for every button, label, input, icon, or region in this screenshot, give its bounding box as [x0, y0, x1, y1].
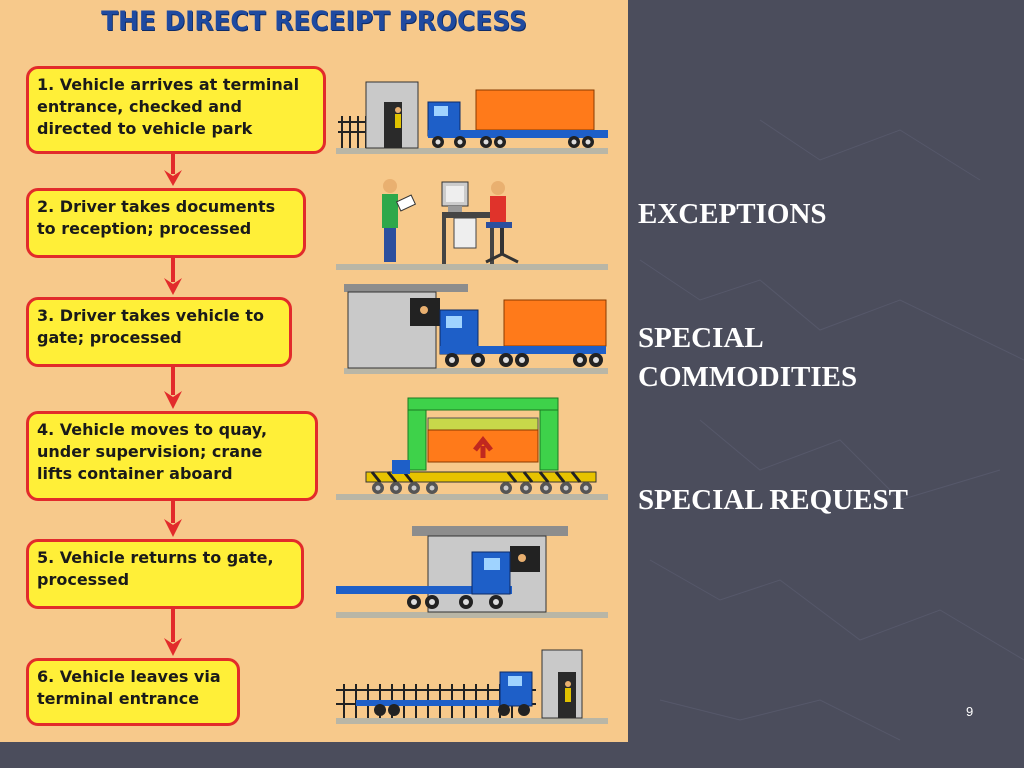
truck-leaves-illustration	[336, 649, 608, 724]
step-3-box: 3. Driver takes vehicle to gate; process…	[26, 297, 292, 367]
special-commodities-line1: SPECIAL	[638, 322, 764, 354]
flow-arrow	[164, 154, 182, 186]
page-number: 9	[966, 704, 974, 719]
poster-title: THE DIRECT RECEIPT PROCESS	[101, 6, 527, 37]
step-4-box: 4. Vehicle moves to quay, under supervis…	[26, 411, 318, 501]
truck-returns-gate-illustration	[336, 526, 608, 618]
flow-arrow	[164, 501, 182, 537]
flow-arrow	[164, 609, 182, 656]
step-5-box: 5. Vehicle returns to gate, processed	[26, 539, 304, 609]
crane-lift-illustration	[336, 397, 608, 500]
step-2-box: 2. Driver takes documents to reception; …	[26, 188, 306, 258]
flow-arrow	[164, 258, 182, 295]
truck-at-gate-illustration	[344, 284, 608, 374]
step-1-box: 1. Vehicle arrives at terminal entrance,…	[26, 66, 326, 154]
special-request-label: SPECIAL REQUEST	[638, 484, 908, 516]
flow-arrow	[164, 367, 182, 409]
special-commodities-line2: COMMODITIES	[638, 361, 858, 393]
step-6-box: 6. Vehicle leaves via terminal entrance	[26, 658, 240, 726]
direct-receipt-poster: THE DIRECT RECEIPT PROCESS 1. Vehicle ar…	[0, 0, 628, 742]
exceptions-label: EXCEPTIONS	[638, 198, 827, 230]
truck-at-entrance-illustration	[336, 81, 608, 154]
reception-desk-illustration	[336, 179, 608, 270]
